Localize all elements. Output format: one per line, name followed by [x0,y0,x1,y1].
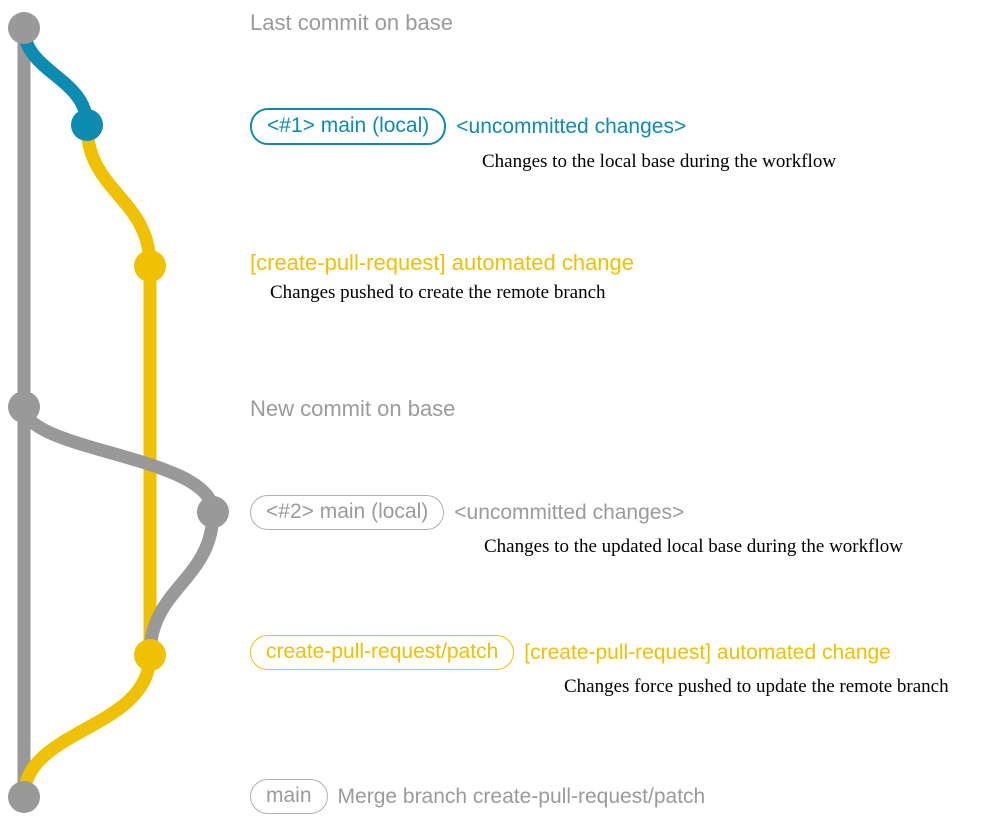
node-new-commit-on-base [8,391,40,423]
annotation-patch-commit-2: create-pull-request/patch [create-pull-r… [250,635,949,698]
commit-description: Changes force pushed to update the remot… [564,676,949,697]
annotation-line: [create-pull-request] automated change [250,250,634,276]
commit-subject: [create-pull-request] automated change [524,640,891,664]
node-local-commit-1 [71,109,103,141]
commit-description: Changes pushed to create the remote bran… [270,282,606,303]
annotation-new-commit: New commit on base [250,396,455,422]
branch-label-main-local-2[interactable]: <#2> main (local) [250,495,445,530]
node-patch-commit-2 [134,639,166,671]
annotation-merge-commit: main Merge branch create-pull-request/pa… [250,779,705,814]
branch-label-create-pull-request-patch[interactable]: create-pull-request/patch [250,635,515,670]
local-to-patch-edge [143,505,220,662]
annotation-last-commit: Last commit on base [250,10,453,36]
commit-headline: [create-pull-request] automated change [250,250,635,275]
patch-branch-edge-1 [80,118,157,273]
commit-headline: Last commit on base [250,10,453,35]
annotation-local-commit-2: <#2> main (local) <uncommitted changes> … [250,495,903,558]
annotation-line: New commit on base [250,396,455,422]
node-patch-commit-1 [134,250,166,282]
annotation-line: <#2> main (local) <uncommitted changes> [250,495,684,530]
commit-description: Changes to the updated local base during… [484,536,903,557]
annotation-local-commit-1: <#1> main (local) <uncommitted changes> … [250,108,836,173]
branch-label-main-local-1[interactable]: <#1> main (local) [250,108,447,145]
node-last-commit-on-base [8,12,40,44]
local-branch-edge-1 [17,21,94,132]
commit-graph [8,12,229,813]
annotation-line: Last commit on base [250,10,453,36]
merge-edge [17,648,157,804]
commit-subject: <uncommitted changes> [456,114,687,138]
commit-subject: Merge branch create-pull-request/patch [337,784,706,808]
commit-subject: <uncommitted changes> [454,500,685,524]
annotation-line: main Merge branch create-pull-request/pa… [250,779,705,814]
commit-description: Changes to the local base during the wor… [482,151,837,172]
node-local-commit-2 [197,496,229,528]
branch-label-main[interactable]: main [250,779,328,814]
annotation-line: <#1> main (local) <uncommitted changes> [250,108,686,145]
node-merge-commit [8,781,40,813]
annotation-line: create-pull-request/patch [create-pull-r… [250,635,891,670]
local-branch-edge-2 [17,400,220,519]
annotation-patch-commit-1: [create-pull-request] automated change C… [250,250,634,304]
commit-headline: New commit on base [250,396,456,421]
